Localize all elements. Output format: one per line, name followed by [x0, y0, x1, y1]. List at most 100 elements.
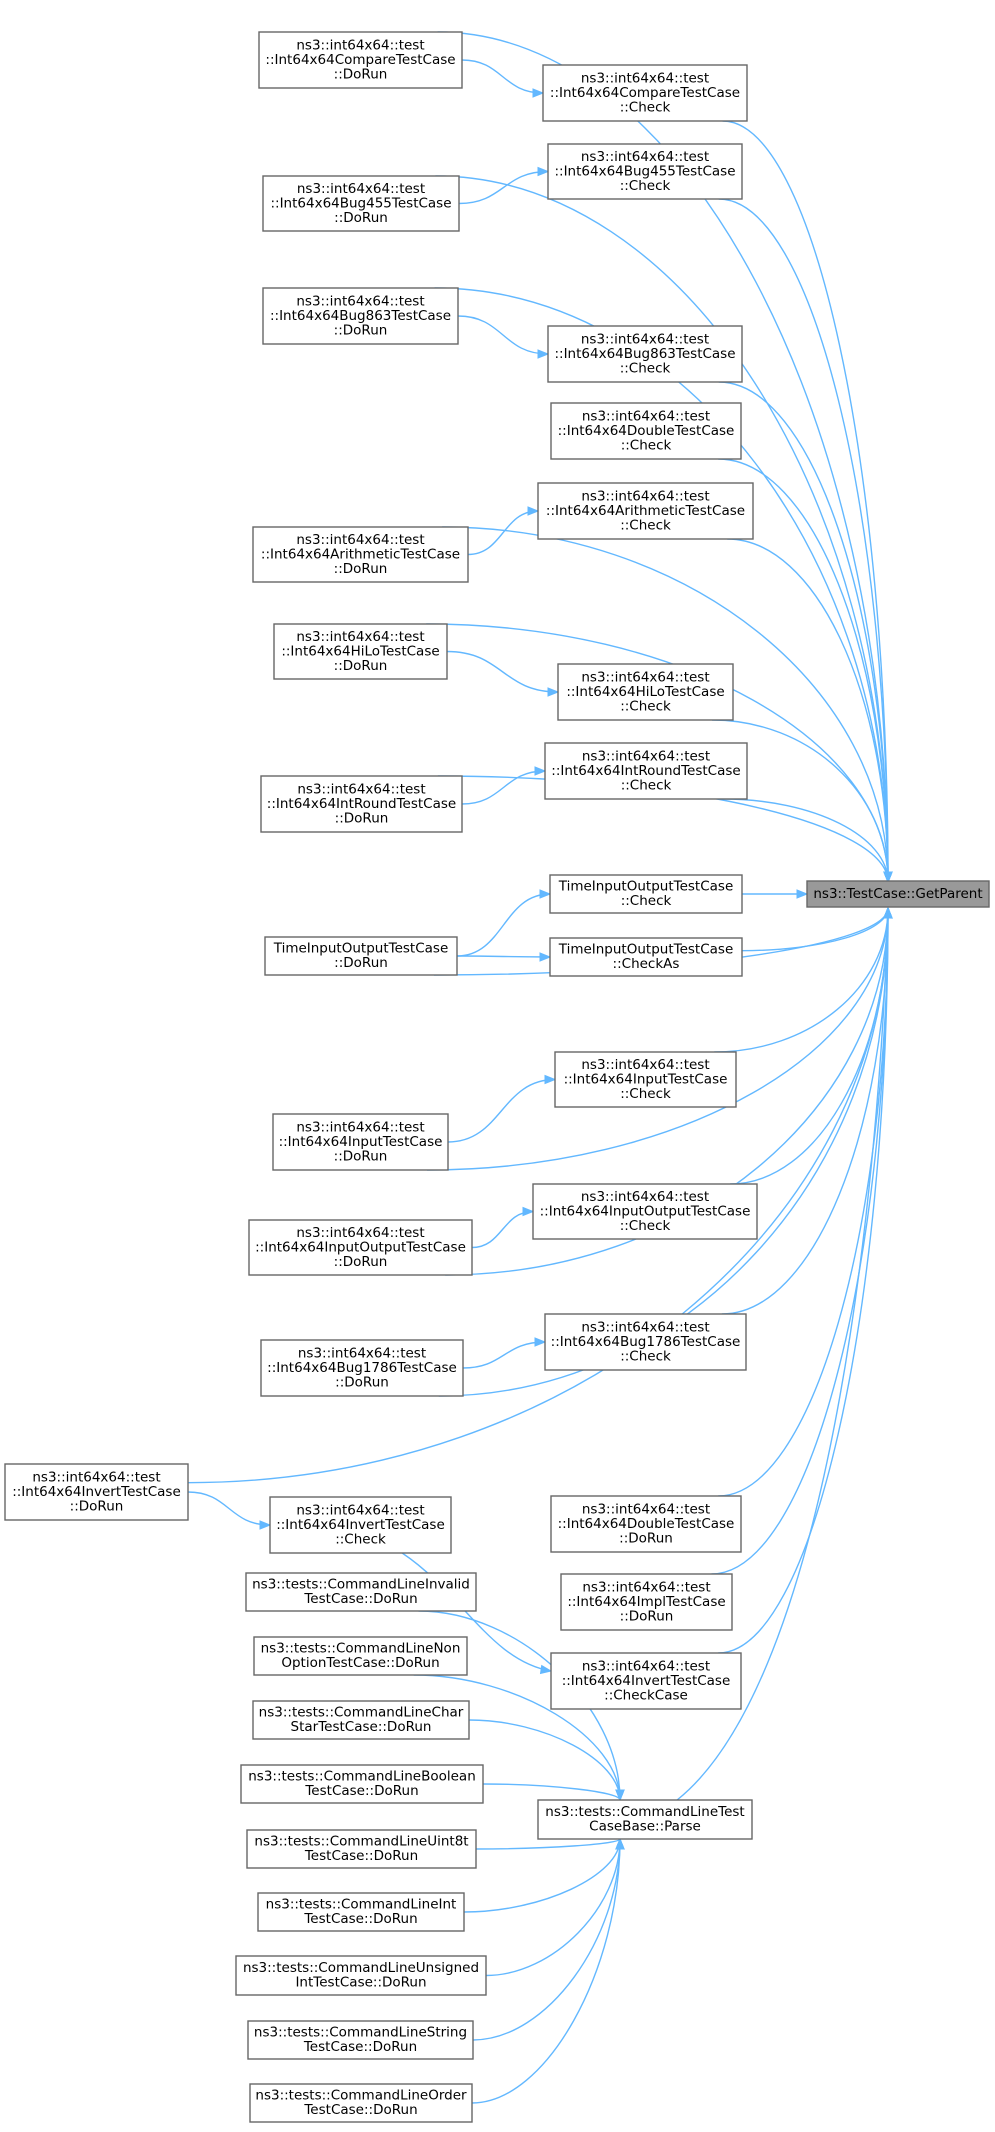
node-label-line: ::Int64x64CompareTestCase: [265, 52, 455, 68]
node-label-line: ns3::tests::CommandLineInvalid: [252, 1577, 470, 1593]
node-box: [258, 31, 463, 89]
graph-node-cl-invalid[interactable]: ns3::tests::CommandLineInvalidTestCase::…: [245, 1572, 477, 1612]
node-box: [537, 482, 754, 540]
graph-node-iround-check[interactable]: ns3::int64x64::test::Int64x64IntRoundTes…: [544, 742, 748, 800]
graph-node-dbl-check[interactable]: ns3::int64x64::test::Int64x64DoubleTestC…: [550, 402, 742, 460]
node-label-line: IntTestCase::DoRun: [295, 1975, 426, 1991]
call-edge-inv_dorun-to-inv_check: [187, 1491, 272, 1530]
graph-node-tio-check[interactable]: TimeInputOutputTestCase::Check: [549, 874, 743, 914]
graph-node-cl-parse[interactable]: ns3::tests::CommandLineTestCaseBase::Par…: [537, 1799, 753, 1840]
node-label-line: ::DoRun: [334, 658, 388, 674]
call-edge-line: [722, 798, 889, 883]
node-label-line: ns3::TestCase::GetParent: [813, 886, 982, 902]
node-label-line: ns3::tests::CommandLineOrder: [255, 2088, 467, 2104]
node-label-line: ::Int64x64InputTestCase: [564, 1071, 728, 1087]
graph-node-io-dorun[interactable]: ns3::int64x64::test::Int64x64InputOutput…: [248, 1219, 473, 1276]
call-edge-line: [730, 907, 889, 1185]
node-label-line: ::DoRun: [335, 810, 389, 826]
call-edge-line: [718, 907, 889, 1654]
node-label-line: ns3::tests::CommandLineString: [254, 2025, 467, 2041]
arrowhead-icon: [544, 1074, 557, 1085]
node-box: [549, 874, 743, 914]
graph-node-in-check[interactable]: ns3::int64x64::test::Int64x64InputTestCa…: [554, 1051, 737, 1108]
node-label-line: ::CheckCase: [604, 1687, 688, 1703]
call-edge-line: [485, 1838, 621, 1977]
graph-node-cl-bool[interactable]: ns3::tests::CommandLineBooleanTestCase::…: [240, 1764, 484, 1804]
graph-node-b455-dorun[interactable]: ns3::int64x64::test::Int64x64Bug455TestC…: [262, 175, 460, 232]
graph-node-cl-string[interactable]: ns3::tests::CommandLineStringTestCase::D…: [247, 2020, 474, 2060]
node-label-line: TestCase::DoRun: [304, 1848, 418, 1864]
call-edge-line: [718, 198, 889, 883]
graph-node-inv-checkcase[interactable]: ns3::int64x64::test::Int64x64InvertTestC…: [550, 1652, 742, 1710]
graph-node-tio-checkas[interactable]: TimeInputOutputTestCase::CheckAs: [549, 937, 743, 977]
graph-node-arith-check[interactable]: ns3::int64x64::test::Int64x64ArithmeticT…: [537, 482, 754, 540]
graph-node-cl-int[interactable]: ns3::tests::CommandLineIntTestCase::DoRu…: [257, 1892, 465, 1932]
node-label-line: ns3::int64x64::test: [582, 1501, 710, 1517]
graph-node-cl-unsigned[interactable]: ns3::tests::CommandLineUnsignedIntTestCa…: [235, 1955, 487, 1996]
graph-node-b455-check[interactable]: ns3::int64x64::test::Int64x64Bug455TestC…: [547, 143, 743, 200]
node-label-line: ::Int64x64Bug863TestCase: [554, 346, 735, 362]
graph-node-cl-uint8[interactable]: ns3::tests::CommandLineUint8tTestCase::D…: [246, 1829, 477, 1869]
node-box: [253, 1636, 468, 1676]
graph-node-cl-order[interactable]: ns3::tests::CommandLineOrderTestCase::Do…: [249, 2083, 473, 2123]
arrowhead-icon: [527, 506, 540, 516]
call-edge-line: [437, 775, 889, 883]
graph-node-cmp-dorun[interactable]: ns3::int64x64::test::Int64x64CompareTest…: [258, 31, 463, 89]
node-label-line: ns3::int64x64::test: [581, 70, 709, 86]
call-edge-line: [711, 719, 889, 883]
call-edge-line: [471, 1210, 534, 1249]
node-label-line: ::DoRun: [334, 322, 388, 338]
arrowhead-icon: [883, 906, 893, 919]
call-edge-line: [433, 907, 889, 976]
arrowhead-icon: [539, 952, 552, 962]
graph-node-b1786-dorun[interactable]: ns3::int64x64::test::Int64x64Bug1786Test…: [260, 1339, 464, 1397]
graph-node-inv-check[interactable]: ns3::int64x64::test::Int64x64InvertTestC…: [269, 1496, 452, 1554]
graph-node-b1786-check[interactable]: ns3::int64x64::test::Int64x64Bug1786Test…: [544, 1313, 747, 1371]
call-edge-tio_dorun-to-tio_check: [456, 889, 552, 957]
arrowhead-icon: [259, 1520, 272, 1530]
call-edge-cl_bool-to-cl_parse: [482, 1783, 625, 1802]
graph-node-dbl-dorun[interactable]: ns3::int64x64::test::Int64x64DoubleTestC…: [550, 1495, 742, 1553]
graph-node-hilo-dorun[interactable]: ns3::int64x64::test::Int64x64HiLoTestCas…: [273, 623, 448, 680]
node-label-line: ::DoRun: [334, 1254, 388, 1270]
graph-node-cmp-check[interactable]: ns3::int64x64::test::Int64x64CompareTest…: [542, 64, 748, 122]
node-label-line: ::Int64x64ArithmeticTestCase: [261, 546, 460, 562]
node-label-line: ::DoRun: [620, 1608, 674, 1624]
graph-node-getparent[interactable]: ns3::TestCase::GetParent: [806, 880, 990, 908]
graph-node-inv-dorun[interactable]: ns3::int64x64::test::Int64x64InvertTestC…: [4, 1463, 189, 1521]
call-edge-line: [413, 1674, 621, 1801]
node-label-line: ::Int64x64InvertTestCase: [276, 1517, 445, 1533]
node-box: [4, 1463, 189, 1521]
node-label-line: ::Check: [620, 1086, 671, 1102]
call-edge-line: [401, 1552, 552, 1672]
call-edge-line: [434, 287, 889, 883]
arrowhead-icon: [532, 88, 545, 98]
graph-node-arith-dorun[interactable]: ns3::int64x64::test::Int64x64ArithmeticT…: [252, 526, 469, 583]
graph-node-tio-dorun[interactable]: TimeInputOutputTestCase::DoRun: [264, 936, 458, 976]
graph-node-hilo-check[interactable]: ns3::int64x64::test::Int64x64HiLoTestCas…: [557, 663, 734, 721]
call-edge-hilo_dorun-to-hilo_check: [446, 650, 560, 697]
call-edge-cl_unsigned-to-cl_parse: [485, 1837, 625, 1977]
call-edge-tio_dorun-to-tio_checkas: [456, 952, 552, 962]
call-edge-line: [727, 538, 889, 883]
graph-node-impl-dorun[interactable]: ns3::int64x64::test::Int64x64ImplTestCas…: [560, 1573, 733, 1631]
call-edge-line: [714, 907, 889, 1053]
node-label-line: ns3::int64x64::test: [582, 1579, 710, 1595]
node-box: [260, 1339, 464, 1397]
graph-node-io-check[interactable]: ns3::int64x64::test::Int64x64InputOutput…: [532, 1183, 758, 1240]
node-box: [544, 1313, 747, 1371]
graph-node-cl-nonopt[interactable]: ns3::tests::CommandLineNonOptionTestCase…: [253, 1636, 468, 1676]
node-label-line: ::DoRun: [70, 1498, 124, 1514]
graph-node-b863-dorun[interactable]: ns3::int64x64::test::Int64x64Bug863TestC…: [262, 287, 459, 345]
graph-node-cl-charstar[interactable]: ns3::tests::CommandLineCharStarTestCase:…: [252, 1700, 470, 1740]
call-edge-b1786_dorun-to-b1786_check: [462, 1337, 547, 1369]
call-edge-b863_check-to-getparent: [718, 381, 893, 884]
graph-node-iround-dorun[interactable]: ns3::int64x64::test::Int64x64IntRoundTes…: [260, 775, 463, 833]
graph-node-b863-check[interactable]: ns3::int64x64::test::Int64x64Bug863TestC…: [547, 325, 743, 383]
node-box: [262, 287, 459, 345]
node-label-line: ::DoRun: [334, 1148, 388, 1164]
node-label-line: ::DoRun: [334, 66, 388, 82]
graph-node-in-dorun[interactable]: ns3::int64x64::test::Int64x64InputTestCa…: [272, 1113, 449, 1171]
arrowhead-icon: [537, 349, 550, 359]
